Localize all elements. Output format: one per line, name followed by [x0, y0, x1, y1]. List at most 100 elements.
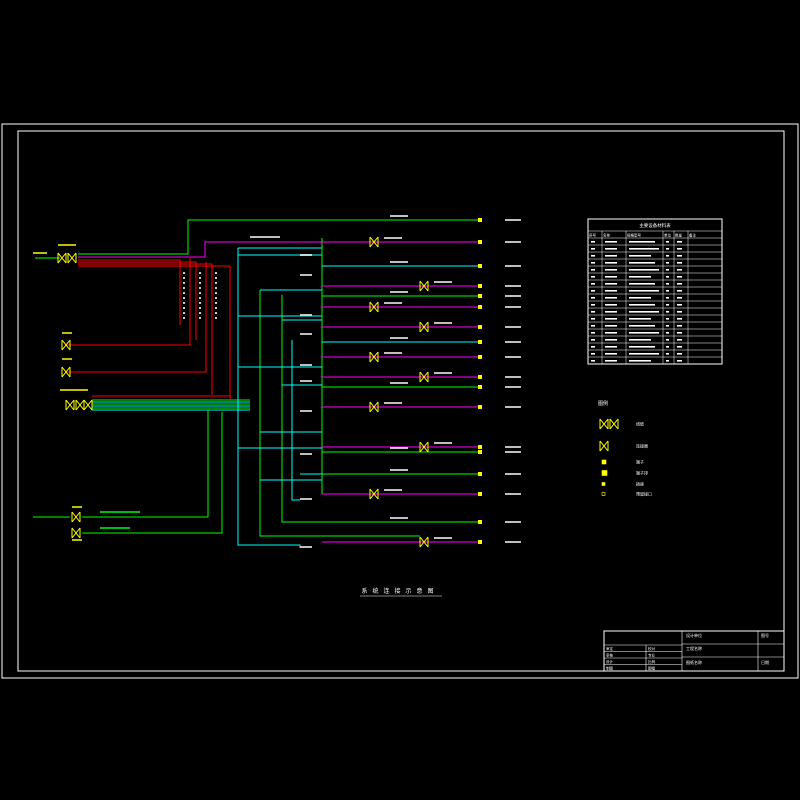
table-cell-mark — [591, 304, 595, 306]
stub-label-mark — [300, 274, 312, 276]
table-cell-mark — [677, 241, 682, 243]
connector-chevron — [65, 339, 71, 351]
connector-chevron — [423, 371, 429, 383]
table-cell-mark — [591, 269, 595, 271]
table-cell-mark — [666, 339, 669, 341]
legend-header: 图例 — [598, 400, 608, 407]
table-cell-mark — [677, 304, 682, 306]
connector-chevron — [603, 418, 609, 430]
branch-label-mark — [390, 447, 408, 449]
branch-label-mark — [390, 382, 408, 384]
connector-chevron — [373, 488, 379, 500]
device-label-mark — [62, 358, 72, 360]
branch-label-mark — [390, 215, 408, 217]
table-cell-mark — [605, 318, 617, 320]
table-cell-mark — [629, 304, 655, 306]
branch-end-label-mark — [505, 521, 521, 523]
red-wire — [65, 262, 207, 373]
branch-label-mark — [384, 302, 402, 304]
branch-connector-icon — [369, 301, 379, 313]
branch-end-label-mark — [505, 541, 521, 543]
branch-terminal-icon — [478, 240, 482, 244]
table-cell-mark — [677, 262, 682, 264]
input-connector-icon — [67, 252, 77, 264]
table-cell-mark — [629, 297, 651, 299]
connector-chevron — [423, 441, 429, 453]
table-cell-mark — [677, 339, 682, 341]
branch-end-label-mark — [505, 406, 521, 408]
bus-line — [321, 238, 370, 495]
vertical-note-mark — [199, 272, 201, 274]
table-cell-mark — [666, 304, 669, 306]
branch-label-mark — [434, 372, 452, 374]
branch-end-label-mark — [505, 241, 521, 243]
table-cell-mark — [629, 360, 651, 362]
branch-connector-icon — [419, 280, 429, 292]
table-cell-mark — [629, 255, 651, 257]
table-cell-mark — [677, 248, 682, 250]
table-cell-mark — [591, 346, 595, 348]
table-cell-mark — [666, 248, 669, 250]
bottom-device-mark — [72, 506, 82, 508]
vertical-note-mark — [215, 282, 217, 284]
branch-label-mark — [390, 261, 408, 263]
table-cell-mark — [629, 353, 659, 355]
connector-chevron — [423, 280, 429, 292]
vertical-note-mark — [183, 307, 185, 309]
vertical-note-mark — [183, 287, 185, 289]
table-cell-mark — [677, 311, 682, 313]
table-cell-mark — [677, 325, 682, 327]
devices — [33, 215, 619, 548]
table-cell-mark — [666, 276, 669, 278]
title-block-mid-cell: 专业 — [648, 653, 656, 658]
branch-terminal-icon — [478, 450, 482, 454]
title-block-mid-cell: 比例 — [648, 659, 656, 664]
branch-label-mark — [384, 237, 402, 239]
connector-chevron — [75, 527, 81, 539]
connector-chevron — [79, 399, 85, 411]
table-cell-mark — [591, 360, 595, 362]
vertical-note-mark — [183, 282, 185, 284]
table-cell-mark — [629, 332, 659, 334]
vertical-note-mark — [183, 272, 185, 274]
red-feeder — [78, 265, 231, 400]
table-cell-mark — [666, 255, 669, 257]
double-connector-icon — [599, 418, 609, 430]
table-cell-mark — [629, 346, 655, 348]
table-cell-mark — [629, 241, 655, 243]
branch-label-mark — [390, 517, 408, 519]
branch-terminal-icon — [478, 294, 482, 298]
table-cell-mark — [677, 360, 682, 362]
title-block-border — [603, 630, 785, 672]
branch-connector-icon — [419, 371, 429, 383]
table-title: 主要设备材料表 — [639, 222, 671, 229]
stub-label-mark — [300, 380, 312, 382]
table-cell-mark — [591, 311, 595, 313]
branch-label-mark — [390, 291, 408, 293]
stub-label-mark — [300, 314, 312, 316]
table-cell-mark — [605, 311, 617, 313]
bundle-connector-icon — [65, 399, 75, 411]
legend-item-label: 端子排 — [636, 470, 648, 476]
vertical-note-mark — [199, 282, 201, 284]
table-cell-mark — [677, 346, 682, 348]
bus-line — [259, 290, 420, 537]
table-cell-mark — [591, 276, 595, 278]
input-label-mark — [33, 252, 47, 254]
vertical-note-mark — [199, 317, 201, 319]
terminal-block-icon — [601, 470, 608, 476]
input-label-mark — [58, 244, 76, 246]
drawing-caption: 系统连接示意图 — [361, 587, 438, 595]
branch-label-mark — [434, 442, 452, 444]
bundle-wire — [92, 395, 231, 400]
table-cell-mark — [591, 318, 595, 320]
table-cell-mark — [605, 332, 617, 334]
table-cell-mark — [677, 290, 682, 292]
vertical-note-mark — [183, 312, 185, 314]
red-feeder — [78, 259, 181, 325]
table-cell-mark — [629, 276, 651, 278]
bus-line — [281, 295, 480, 523]
table-cell-mark — [629, 262, 655, 264]
